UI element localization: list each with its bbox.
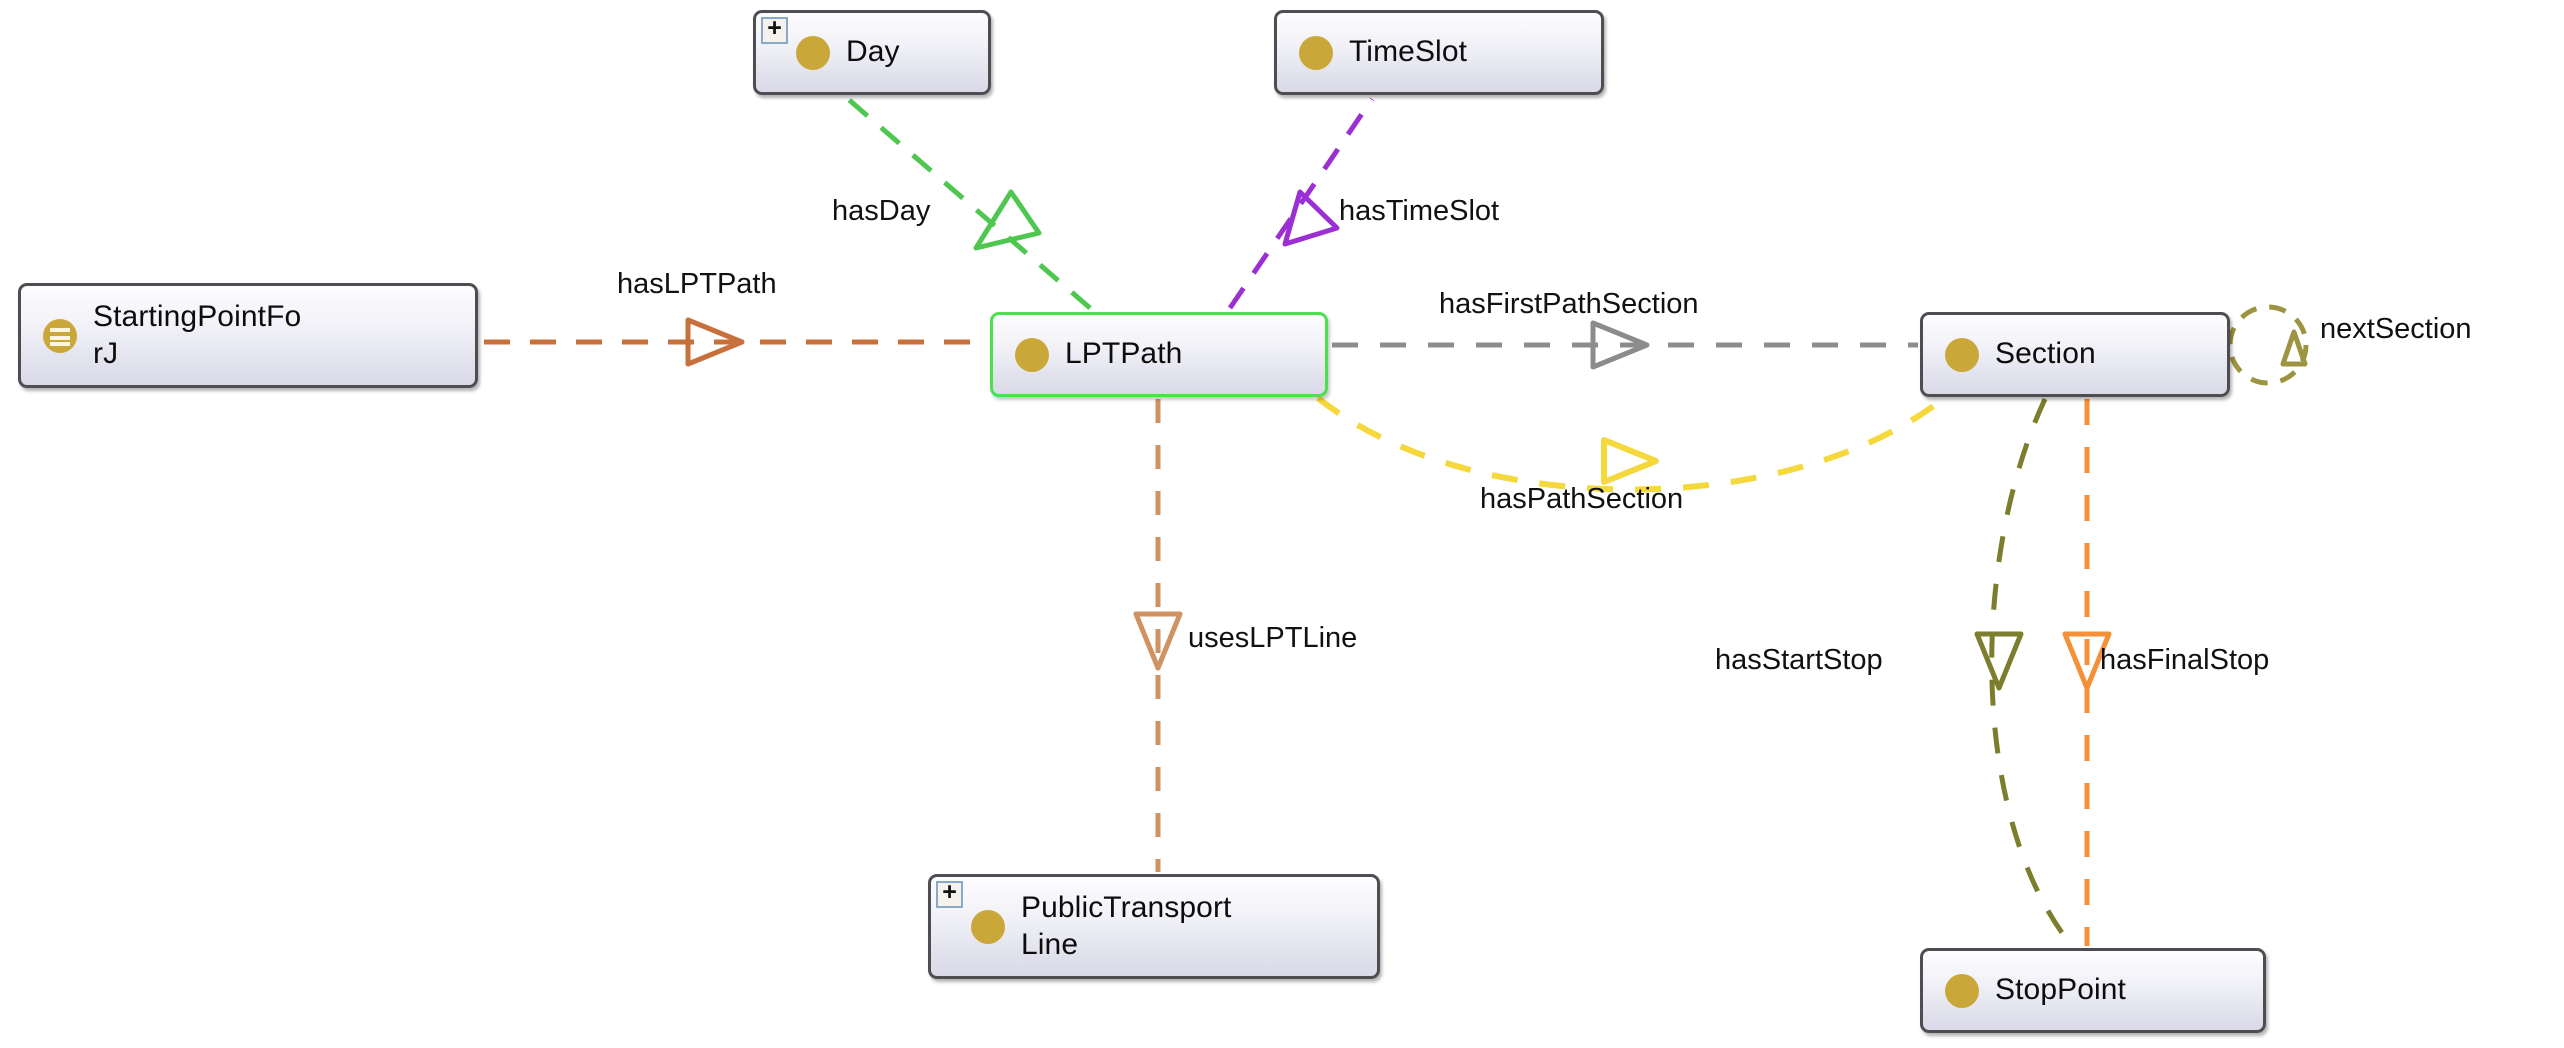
edge-label-has-final-stop: hasFinalStop: [2100, 644, 2270, 676]
node-section[interactable]: Section: [1920, 312, 2230, 397]
arrowhead-usesLPTLine: [1133, 611, 1183, 671]
edge-label-next-section: nextSection: [2320, 313, 2472, 345]
arrowhead-hasDay: [973, 189, 1042, 251]
class-circle-icon: [1015, 337, 1049, 372]
edge-label-has-first-path-section: hasFirstPathSection: [1439, 288, 1699, 320]
class-circle-icon: [1945, 973, 1979, 1008]
expander-plus-icon[interactable]: +: [761, 16, 788, 44]
node-lpt-path[interactable]: LPTPath: [990, 312, 1328, 397]
class-circle-icon: [1945, 337, 1979, 372]
class-circle-icon: [1299, 35, 1333, 70]
arrowhead-hasFinalStop: [2062, 631, 2112, 691]
arrowhead-hasTimeSlot: [1282, 189, 1340, 247]
node-label: StopPoint: [1995, 973, 2126, 1007]
edge-usesLPTLine[interactable]: [1133, 399, 1183, 872]
edge-label-has-lpt-path: hasLPTPath: [617, 268, 777, 300]
node-label: Section: [1995, 337, 2096, 371]
node-public-transport-line[interactable]: + PublicTransport Line: [928, 874, 1380, 979]
class-circle-icon: [796, 35, 830, 70]
node-label: PublicTransport Line: [1021, 890, 1232, 961]
node-label: Day: [846, 35, 900, 69]
expander-plus-icon[interactable]: +: [936, 880, 963, 908]
node-label: TimeSlot: [1349, 35, 1468, 69]
edge-hasPathSection[interactable]: [1316, 395, 1946, 493]
edge-label-has-path-section: hasPathSection: [1480, 483, 1684, 515]
node-label: StartingPointFo rJ: [93, 299, 302, 370]
node-label: LPTPath: [1065, 337, 1183, 371]
class-circle-icon: [971, 909, 1005, 944]
node-time-slot[interactable]: TimeSlot: [1274, 10, 1604, 95]
node-stop-point[interactable]: StopPoint: [1920, 948, 2266, 1033]
edge-hasDay[interactable]: [846, 97, 1092, 310]
arrowhead-hasLPTPath: [685, 317, 745, 367]
edge-hasStartStop[interactable]: [1974, 397, 2074, 948]
edge-label-has-day: hasDay: [832, 195, 931, 227]
arrowhead-hasFirstPathSection: [1590, 320, 1650, 370]
edge-label-has-time-slot: hasTimeSlot: [1339, 195, 1500, 227]
edge-hasLPTPath[interactable]: [484, 317, 986, 367]
arrowhead-hasPathSection: [1601, 437, 1659, 485]
arrowhead-hasStartStop: [1974, 631, 2024, 691]
edge-label-uses-lpt-line: usesLPTLine: [1188, 622, 1358, 654]
arrowhead-nextSection: [2280, 329, 2308, 367]
edge-hasFirstPathSection[interactable]: [1332, 320, 1918, 370]
individual-icon: [43, 318, 77, 353]
node-day[interactable]: + Day: [753, 10, 991, 95]
edge-hasTimeSlot[interactable]: [1227, 97, 1375, 310]
edge-hasFinalStop[interactable]: [2062, 399, 2112, 946]
edge-label-has-start-stop: hasStartStop: [1715, 644, 1883, 676]
node-starting-point-for-j[interactable]: StartingPointFo rJ: [18, 283, 478, 388]
edge-nextSection[interactable]: [2227, 304, 2309, 386]
